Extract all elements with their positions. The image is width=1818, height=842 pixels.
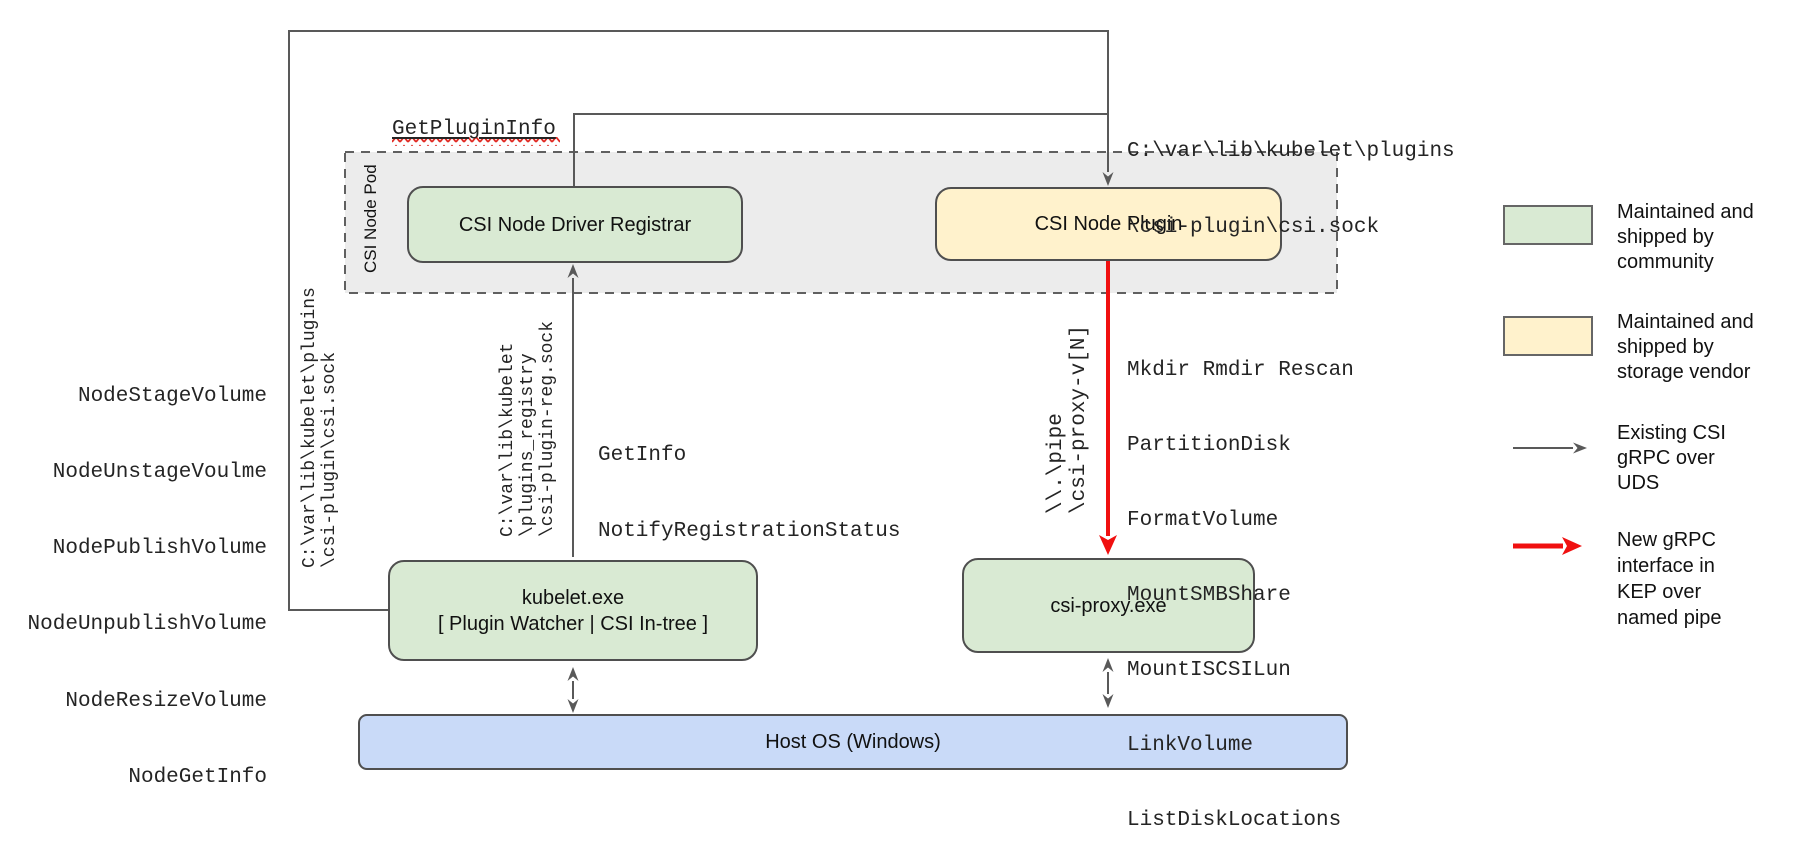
edge-kubelet-to-plugin [288,30,1114,611]
list-item: NodeStageVolume [77,384,267,408]
list-item: NodeGetInfo [128,765,267,789]
legend-vendor-text: Maintained and shipped by storage vendor [1617,311,1754,383]
registrar-label: CSI Node Driver Registrar [458,213,692,236]
legend-community-swatch [1503,205,1593,245]
node-csi-node-driver-registrar: CSI Node Driver Registrar [407,186,743,263]
node-csi-node-plugin: CSI Node Plugin [935,187,1282,261]
get-plugin-info-label: GetPluginInfo [392,118,556,141]
csi-node-pod-label: CSI Node Pod [361,164,380,273]
list-item: ListDiskLocations [1127,809,1342,832]
plugin-sock-path-label: C:\var\lib\kubelet\plugins \csi-plugin\c… [1127,139,1455,240]
squiggle-underline [392,137,560,146]
csi-proxy-api-list: Mkdir Rmdir Rescan PartitionDisk FormatV… [1127,308,1354,842]
list-item: LinkVolume [1127,734,1254,757]
plugin-sock-path-vertical-label: C:\var\lib\kubelet\plugins \csi-plugin\c… [300,287,340,568]
registrar-calls-label: GetInfo NotifyRegistrationStatus [598,443,901,544]
list-item: MountSMBShare [1127,584,1291,607]
plugin-label: CSI Node Plugin [1034,213,1183,235]
registration-sock-vertical-label: C:\var\lib\kubelet \plugins_registry \cs… [498,320,558,537]
kubelet-label-line2: [ Plugin Watcher | CSI In-tree ] [437,612,709,635]
node-kubelet: kubelet.exe [ Plugin Watcher | CSI In-tr… [388,560,758,661]
legend-community-text: Maintained and shipped by community [1617,201,1754,273]
list-item: NodePublishVolume [52,537,267,561]
kubelet-node-calls-list: NodeStageVolume NodeUnstageVoulme NodePu… [20,333,267,842]
legend-named-pipe-text: New gRPC interface in KEP over named pip… [1617,529,1722,629]
list-item: NodeResizeVolume [65,689,267,713]
list-item: FormatVolume [1127,509,1279,532]
edge-registrar-to-plugin [573,113,1108,186]
legend-vendor-swatch [1503,316,1593,356]
csi-proxy-label: csi-proxy.exe [1050,594,1167,617]
list-item: PartitionDisk [1127,434,1291,457]
host-os-label: Host OS (Windows) [765,731,941,753]
list-item: NodeUnpublishVolume [27,613,267,637]
named-pipe-vertical-label: \\.\pipe \csi-proxy-v[N] [1045,324,1091,514]
kubelet-label-line1: kubelet.exe [521,586,625,609]
list-item: NodeUnstageVoulme [52,461,267,485]
legend-uds-text: Existing CSI gRPC over UDS [1617,422,1726,494]
node-host-os: Host OS (Windows) [358,714,1348,770]
node-csi-proxy: csi-proxy.exe [962,558,1255,653]
list-item: Mkdir Rmdir Rescan [1127,359,1354,382]
list-item: MountISCSILun [1127,659,1291,682]
